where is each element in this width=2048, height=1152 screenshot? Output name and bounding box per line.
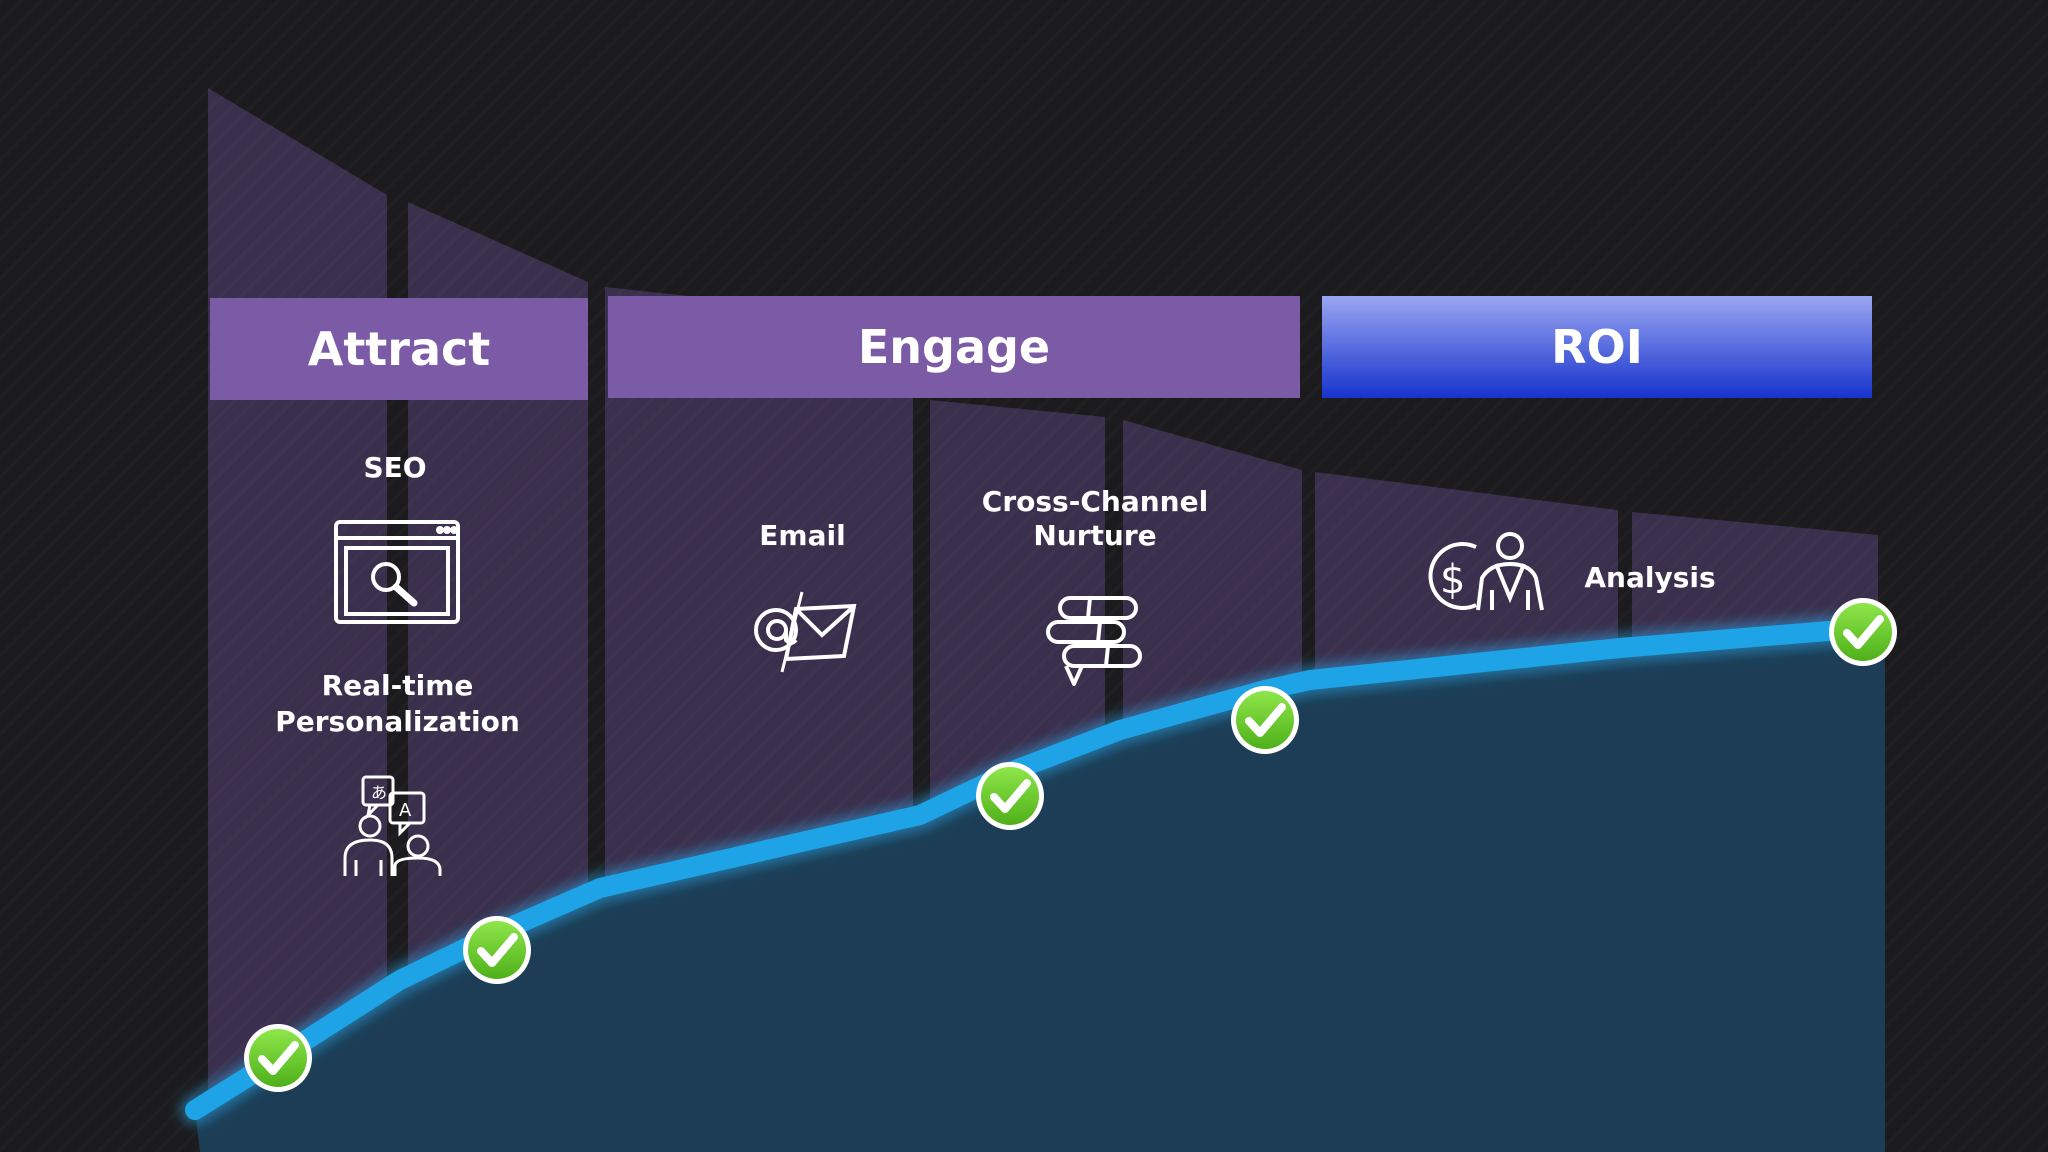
roi-header: ROI [1551,320,1643,374]
attract-header-bar [210,298,588,400]
personalization-label-line1: Real-time [321,669,474,702]
chat-bubbles-icon [1046,596,1142,686]
search-browser-icon [334,520,460,624]
email-label: Email [759,519,846,552]
email-at-icon [754,591,857,673]
analysis-label: Analysis [1584,561,1716,594]
engage-header-bar [608,296,1300,398]
roi-header-bar [1322,296,1872,398]
money-person-icon: $ [1428,532,1544,611]
engage-header: Engage [857,320,1051,374]
check-icon [463,916,531,984]
nurture-label-line1: Cross-Channel [981,485,1209,518]
growth-area [195,615,1885,1152]
growth-curve [185,618,1875,1120]
nurture-label-line2: Nurture [1033,519,1157,552]
svg-text:$: $ [1440,557,1465,603]
personalization-label-line2: Personalization [275,705,520,738]
check-icon [1231,686,1299,754]
svg-text:あ: あ [371,783,387,802]
check-icon [976,762,1044,830]
check-icon [1829,598,1897,666]
seo-label: SEO [363,451,427,484]
svg-text:A: A [399,800,412,821]
team-language-icon: あ A [343,775,442,876]
attract-header: Attract [307,322,491,376]
check-icon [244,1024,312,1092]
checkpoints [244,598,1897,1092]
